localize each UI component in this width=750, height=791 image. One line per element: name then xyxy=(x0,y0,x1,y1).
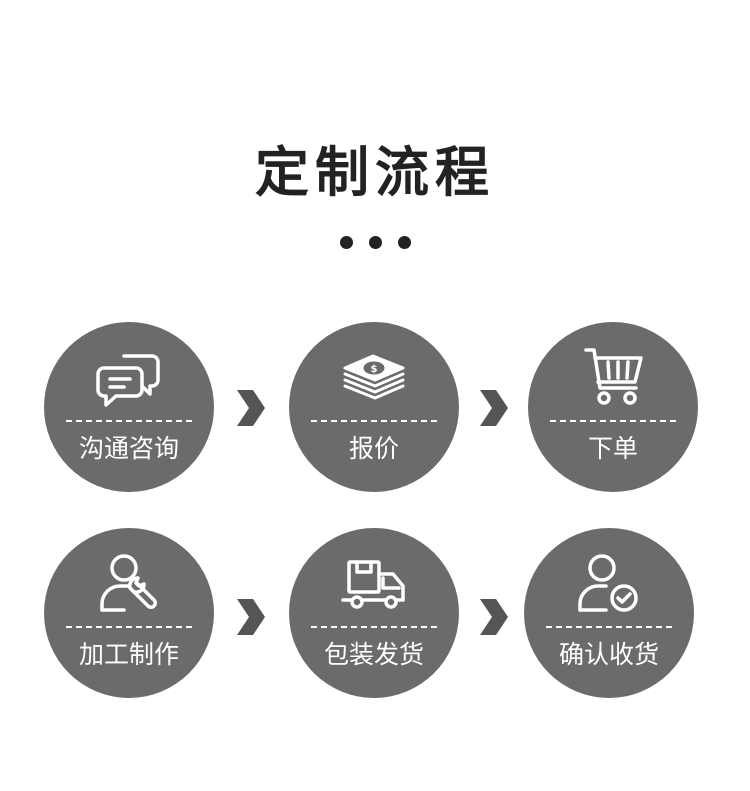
step-label: 沟通咨询 xyxy=(78,434,179,463)
title-dots xyxy=(0,236,750,249)
step-receive: 确认收货 xyxy=(524,528,694,698)
dashed-divider xyxy=(66,420,192,422)
chevron-right-icon xyxy=(235,597,267,637)
step-label: 报价 xyxy=(348,434,399,463)
step-ship: 包装发货 xyxy=(289,528,459,698)
dashed-divider xyxy=(546,626,672,628)
step-label: 确认收货 xyxy=(558,640,659,669)
worker-wrench-icon xyxy=(94,548,164,618)
dashed-divider xyxy=(550,420,676,422)
step-label: 包装发货 xyxy=(323,640,424,669)
chevron-right-icon xyxy=(478,388,510,428)
chevron-right-icon xyxy=(235,388,267,428)
chat-bubbles-icon xyxy=(94,342,164,412)
delivery-truck-icon xyxy=(339,548,409,618)
step-manufacture: 加工制作 xyxy=(44,528,214,698)
money-stack-icon: $ xyxy=(339,342,409,412)
dot xyxy=(397,236,411,249)
shopping-cart-icon xyxy=(578,342,648,412)
dashed-divider xyxy=(66,626,192,628)
dot xyxy=(368,236,382,249)
step-consult: 沟通咨询 xyxy=(44,322,214,492)
user-check-icon xyxy=(574,548,644,618)
dashed-divider xyxy=(311,626,437,628)
chevron-right-icon xyxy=(478,597,510,637)
step-label: 加工制作 xyxy=(78,640,179,669)
svg-text:$: $ xyxy=(371,364,378,375)
step-order: 下单 xyxy=(528,322,698,492)
dot xyxy=(339,236,353,249)
step-quote: $ 报价 xyxy=(289,322,459,492)
step-label: 下单 xyxy=(587,434,638,463)
page-title: 定制流程 xyxy=(255,141,495,204)
dashed-divider xyxy=(311,420,437,422)
